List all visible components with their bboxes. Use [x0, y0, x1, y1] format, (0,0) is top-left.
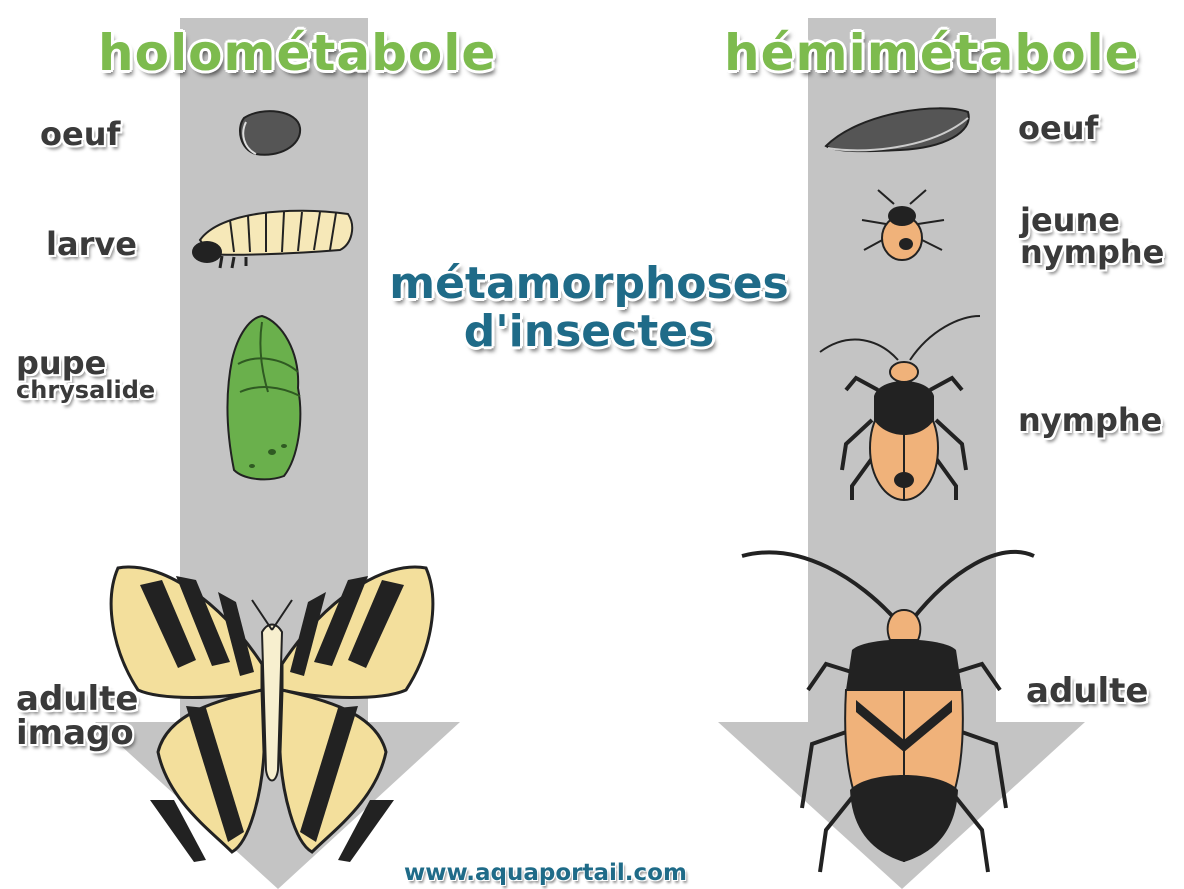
pupa-label: pupe — [16, 347, 106, 379]
nymph-label: nymphe — [1018, 404, 1162, 436]
larva-label: larve — [46, 228, 137, 260]
main-title-line1: métamorphoses — [364, 262, 814, 306]
imago-label: imago — [16, 716, 134, 750]
hemimetabolous-title: hémimétabole — [724, 28, 1140, 78]
chrysalis-label: chrysalide — [16, 378, 155, 402]
right-egg-label: oeuf — [1018, 112, 1098, 144]
left-adult-label: adulte — [16, 682, 138, 716]
right-adult-label: adulte — [1026, 674, 1148, 708]
main-title-line2: d'insectes — [364, 310, 814, 354]
young-label: jeune — [1020, 204, 1120, 236]
left-egg-label: oeuf — [40, 118, 120, 150]
site-url: www.aquaportail.com — [404, 862, 687, 885]
holometabolous-title: holométabole — [98, 28, 496, 78]
young-nymph-label: nymphe — [1020, 236, 1164, 268]
